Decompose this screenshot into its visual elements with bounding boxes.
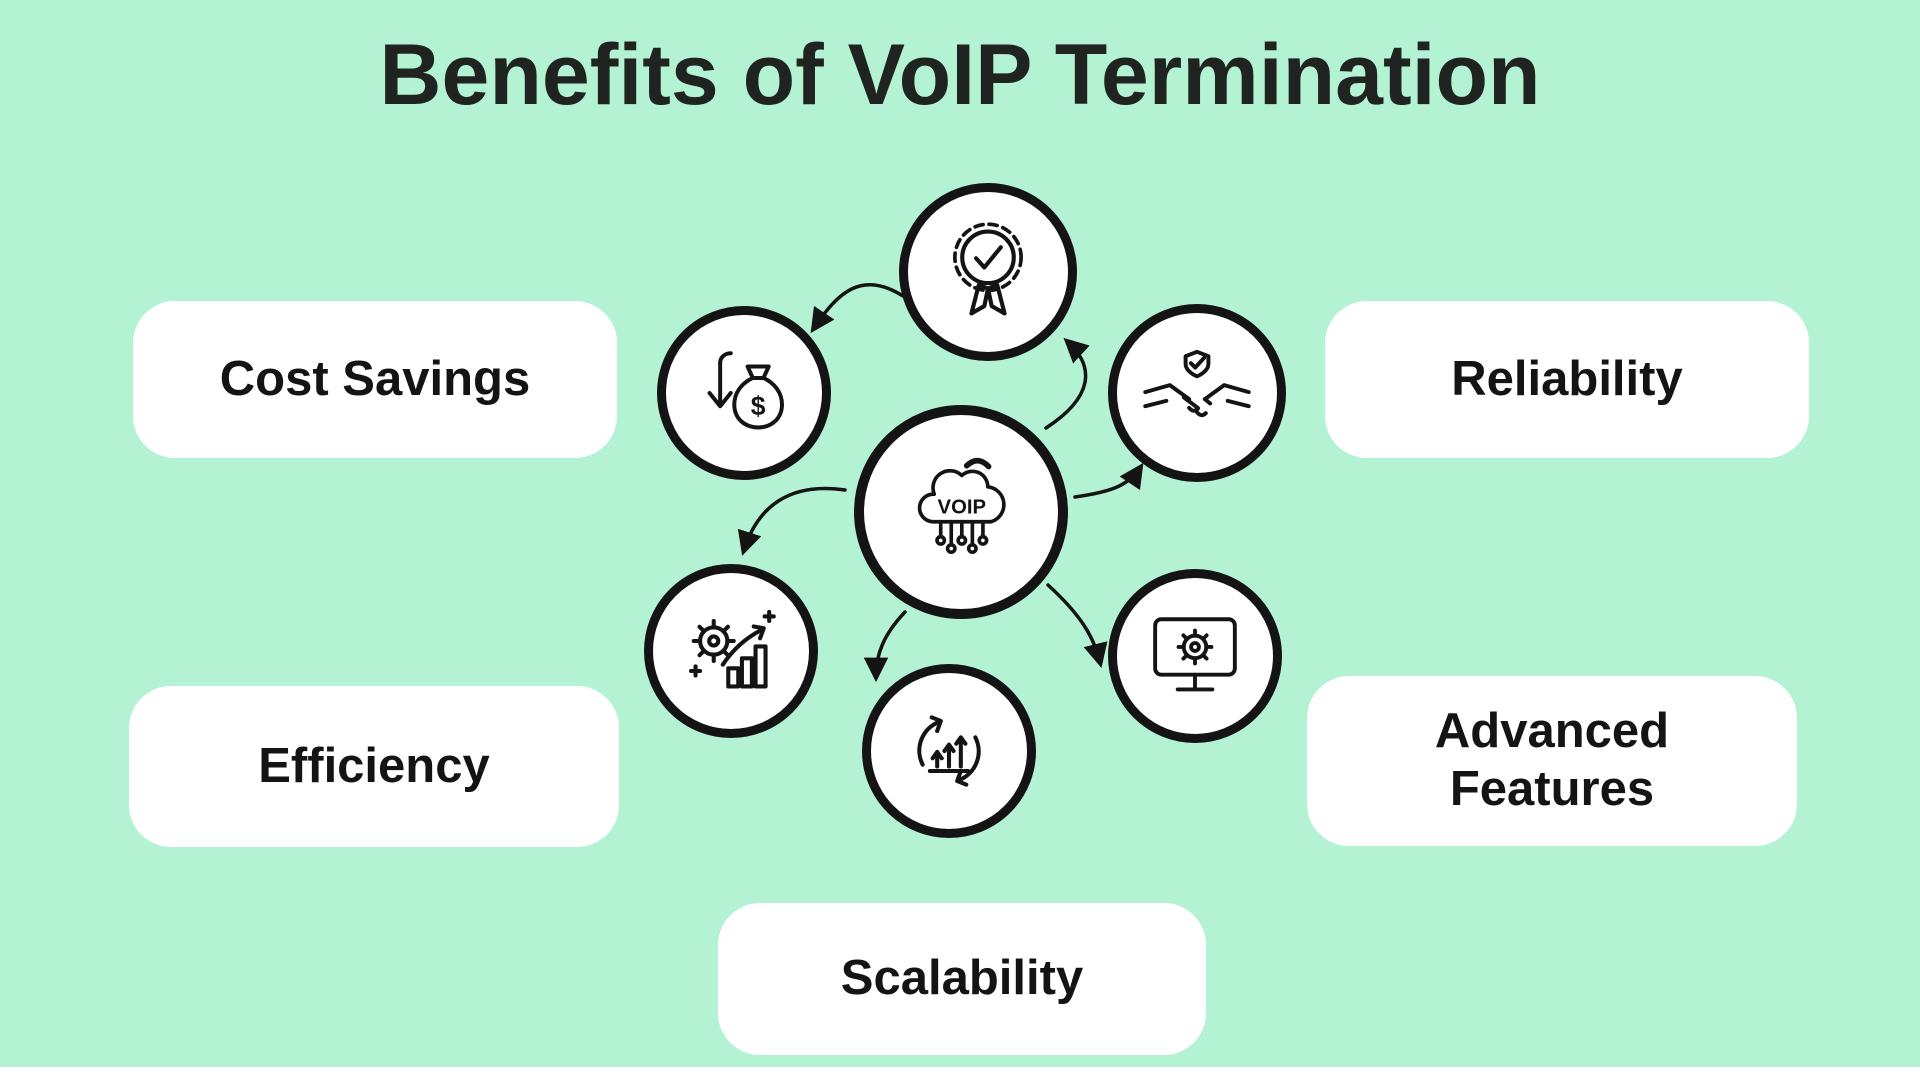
voip-cloud-network-icon: VOIP <box>917 457 1006 555</box>
quality-badge-icon <box>953 221 1023 316</box>
cost-reduction-money-icon: $ <box>707 351 784 430</box>
voip-center-node: VOIP <box>854 405 1068 619</box>
label-text: Cost Savings <box>219 351 531 406</box>
label-text: Reliability <box>1451 351 1683 406</box>
label-text: Scalability <box>840 951 1084 1006</box>
label-text: Advanced Features <box>1434 704 1670 816</box>
page-title: Benefits of VoIP Termination <box>379 27 1541 123</box>
arrow-to-cost-icon <box>810 282 905 334</box>
arrow-to-handshake-icon <box>1073 462 1144 499</box>
label-text: Efficiency <box>258 738 490 793</box>
dollar-glyph: $ <box>751 391 766 421</box>
voip-label: VOIP <box>938 497 986 519</box>
label-advanced-features: Advanced Features <box>1307 676 1797 846</box>
handshake-shield-icon <box>1143 349 1251 418</box>
monitor-gear-icon <box>1153 616 1237 691</box>
arrow-to-efficiency-icon <box>737 486 847 556</box>
bottom-strip <box>0 1067 1920 1080</box>
arrow-to-features-icon <box>1046 583 1108 668</box>
arrow-to-scalability-icon <box>863 610 907 683</box>
label-cost-savings: Cost Savings <box>133 301 617 458</box>
efficiency-node <box>644 564 818 738</box>
gear-growth-chart-icon <box>688 609 776 689</box>
circular-growth-arrows-icon <box>917 715 981 787</box>
arrow-to-quality-badge <box>1044 337 1090 430</box>
reliability-node <box>1108 304 1286 482</box>
scalability-node <box>862 664 1036 838</box>
cost-reduction-node: $ <box>657 306 831 480</box>
label-efficiency: Efficiency <box>129 686 619 847</box>
advanced-features-node <box>1108 569 1282 743</box>
quality-badge-node <box>899 183 1077 361</box>
label-reliability: Reliability <box>1325 301 1809 458</box>
label-scalability: Scalability <box>718 903 1206 1055</box>
